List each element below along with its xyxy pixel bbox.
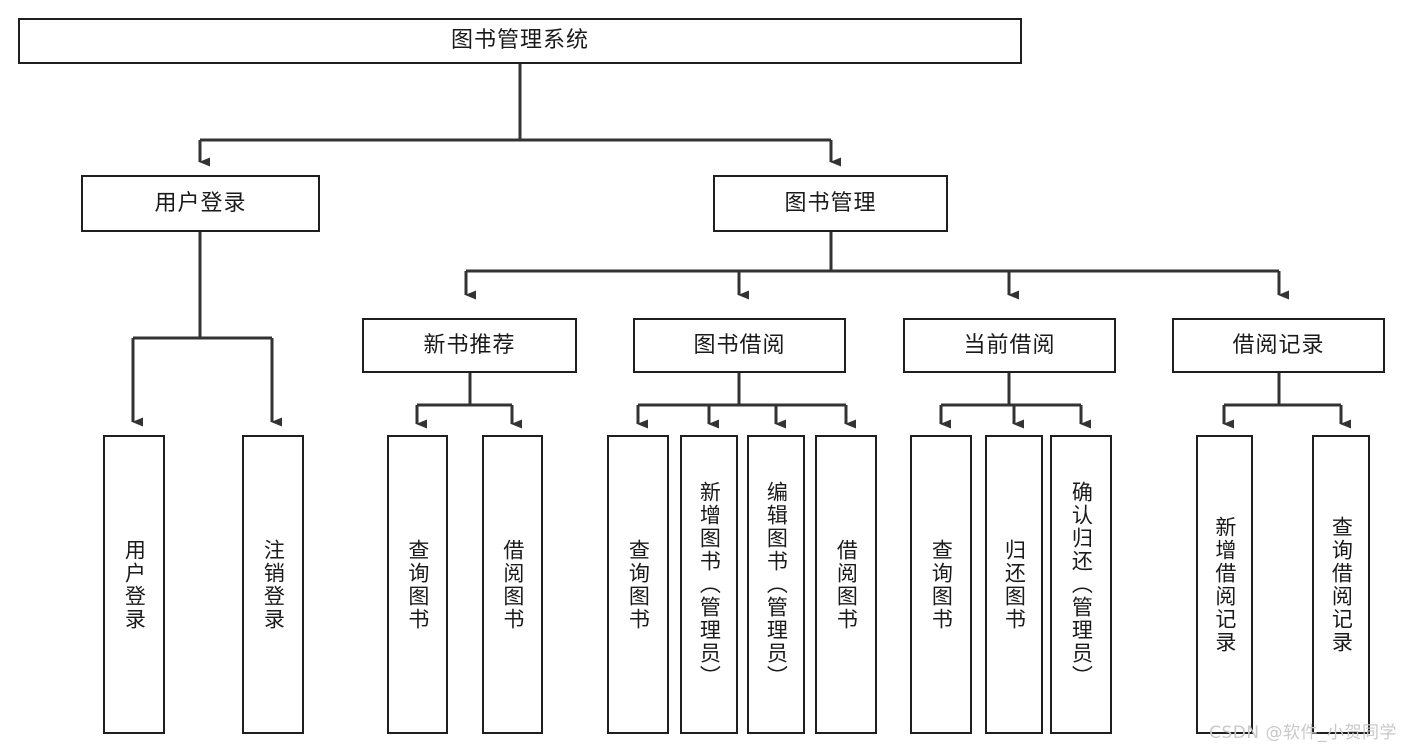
leaf-confirm-return-admin[interactable]: 确认归还（管理员） [1050, 435, 1112, 734]
node-root-label: 图书管理系统 [450, 28, 589, 54]
leaf-query-books-new[interactable]: 查询图书 [387, 435, 448, 734]
leaf-query-borrow-record-label: 查询借阅记录 [1329, 515, 1354, 654]
node-current-borrow-label: 当前借阅 [963, 332, 1056, 358]
leaf-query-books-new-label: 查询图书 [405, 538, 430, 631]
leaf-add-book-admin[interactable]: 新增图书（管理员） [680, 435, 738, 734]
leaf-logout[interactable]: 注销登录 [242, 435, 304, 734]
leaf-query-books-borrow[interactable]: 查询图书 [607, 435, 669, 734]
node-new-book-recommend[interactable]: 新书推荐 [362, 318, 577, 373]
leaf-confirm-return-admin-label: 确认归还（管理员） [1069, 481, 1094, 688]
leaf-add-borrow-record-label: 新增借阅记录 [1212, 515, 1237, 654]
leaf-query-borrow-record[interactable]: 查询借阅记录 [1312, 435, 1370, 734]
node-book-management-label: 图书管理 [784, 190, 877, 216]
leaf-edit-book-admin-label: 编辑图书（管理员） [764, 481, 789, 688]
node-borrow-records-label: 借阅记录 [1232, 332, 1325, 358]
node-new-book-recommend-label: 新书推荐 [423, 332, 516, 358]
node-user-login-label: 用户登录 [154, 190, 247, 216]
leaf-borrow-book[interactable]: 借阅图书 [815, 435, 877, 734]
leaf-add-borrow-record[interactable]: 新增借阅记录 [1196, 435, 1253, 734]
watermark-text: CSDN @软件_小贺同学 [1209, 723, 1397, 743]
leaf-query-books-borrow-label: 查询图书 [626, 538, 651, 631]
leaf-user-login-label: 用户登录 [122, 538, 147, 631]
node-book-management[interactable]: 图书管理 [713, 175, 948, 232]
node-current-borrow[interactable]: 当前借阅 [903, 318, 1116, 373]
leaf-add-book-admin-label: 新增图书（管理员） [697, 481, 722, 688]
leaf-query-books-current-label: 查询图书 [929, 538, 954, 631]
leaf-edit-book-admin[interactable]: 编辑图书（管理员） [747, 435, 805, 734]
leaf-borrow-book-label: 借阅图书 [834, 538, 859, 631]
node-book-borrow[interactable]: 图书借阅 [633, 318, 846, 373]
leaf-query-books-current[interactable]: 查询图书 [910, 435, 972, 734]
node-book-borrow-label: 图书借阅 [693, 332, 786, 358]
node-root[interactable]: 图书管理系统 [18, 18, 1022, 64]
node-borrow-records[interactable]: 借阅记录 [1172, 318, 1385, 373]
leaf-borrow-books-new-label: 借阅图书 [500, 538, 525, 631]
leaf-borrow-books-new[interactable]: 借阅图书 [482, 435, 543, 734]
leaf-logout-label: 注销登录 [261, 538, 286, 631]
node-user-login[interactable]: 用户登录 [81, 175, 320, 232]
leaf-return-book-label: 归还图书 [1002, 538, 1027, 631]
leaf-user-login[interactable]: 用户登录 [103, 435, 165, 734]
leaf-return-book[interactable]: 归还图书 [985, 435, 1043, 734]
